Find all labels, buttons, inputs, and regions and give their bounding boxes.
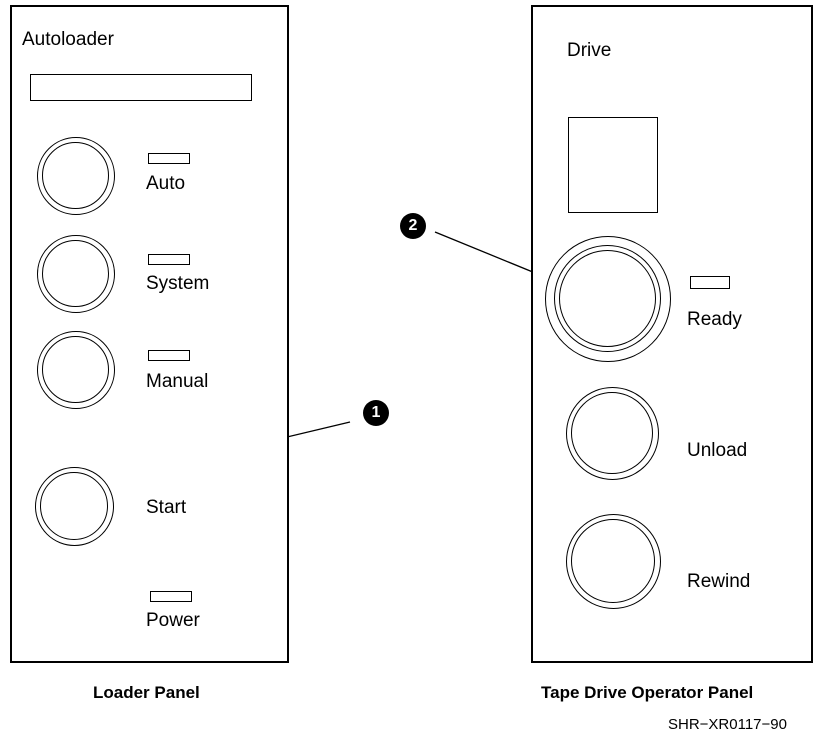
manual-button[interactable]: [37, 331, 115, 409]
ready-button-ring-outer: [554, 245, 661, 352]
loader-display: [30, 74, 252, 101]
ready-button-ring-inner: [559, 250, 656, 347]
unload-button[interactable]: [566, 387, 659, 480]
loader-panel: [10, 5, 289, 663]
system-button[interactable]: [37, 235, 115, 313]
auto-label: Auto: [146, 173, 186, 194]
ready-button[interactable]: [545, 236, 671, 362]
ready-label: Ready: [687, 309, 742, 330]
start-button[interactable]: [35, 467, 114, 546]
drive-display: [568, 117, 658, 213]
unload-button-ring: [571, 392, 653, 474]
system-button-ring: [42, 240, 109, 307]
power-led: [150, 591, 192, 602]
figure-id: SHR−XR0117−90: [668, 716, 787, 733]
auto-button-ring: [42, 142, 109, 209]
power-label: Power: [146, 610, 200, 631]
system-led: [148, 254, 190, 265]
system-label: System: [146, 273, 210, 294]
rewind-button[interactable]: [566, 514, 661, 609]
manual-button-ring: [42, 336, 109, 403]
start-button-ring: [40, 472, 108, 540]
callout-2: 2: [400, 213, 426, 239]
start-label: Start: [146, 497, 187, 518]
manual-led: [148, 350, 190, 361]
drive-panel-caption: Tape Drive Operator Panel: [541, 683, 754, 702]
rewind-button-ring: [571, 519, 655, 603]
callout-1: 1: [363, 400, 389, 426]
manual-label: Manual: [146, 371, 209, 392]
ready-led: [690, 276, 730, 289]
rewind-label: Rewind: [687, 571, 751, 592]
loader-panel-caption: Loader Panel: [93, 683, 200, 702]
loader-panel-title: Autoloader: [22, 29, 114, 50]
auto-button[interactable]: [37, 137, 115, 215]
drive-panel-title: Drive: [567, 40, 612, 61]
unload-label: Unload: [687, 440, 748, 461]
callout-2-leader: [434, 231, 546, 278]
auto-led: [148, 153, 190, 164]
